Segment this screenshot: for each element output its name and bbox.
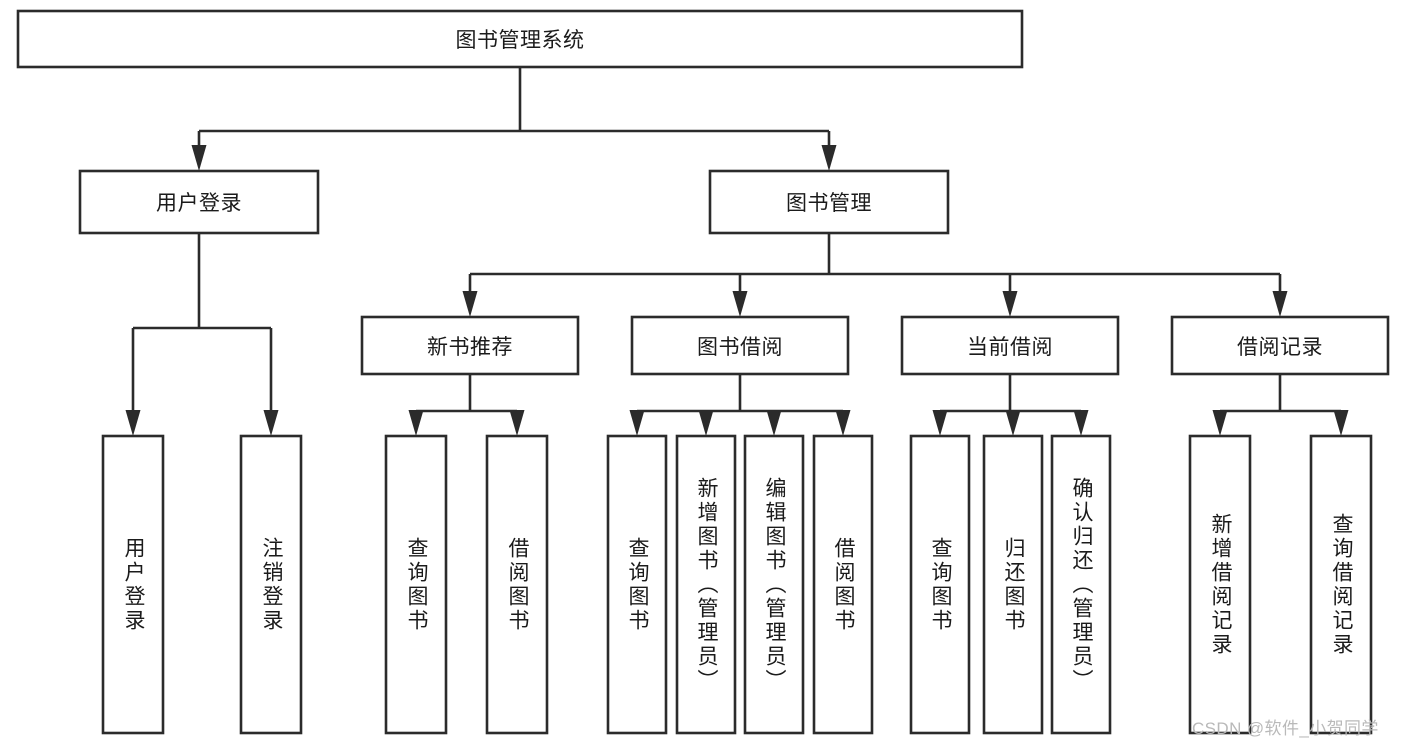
arrowhead-l2_0-0 xyxy=(125,410,141,436)
arrowhead-l3_3-1 xyxy=(1333,410,1349,436)
node-box-l3_3 xyxy=(1170,315,1390,376)
node-box-leaf_11 xyxy=(1188,434,1252,735)
node-box-l2_1 xyxy=(708,169,950,235)
node-box-l2_0 xyxy=(78,169,320,235)
node-box-leaf_4 xyxy=(606,434,668,735)
arrowhead-l3_1-3 xyxy=(835,410,851,436)
arrowhead-l3_2-2 xyxy=(1073,410,1089,436)
node-box-leaf_0 xyxy=(101,434,165,735)
node-box-leaf_10 xyxy=(1050,434,1112,735)
node-box-leaf_6 xyxy=(743,434,805,735)
arrowhead-l3_0-1 xyxy=(509,410,525,436)
arrowhead-l3_2-1 xyxy=(1005,410,1021,436)
node-box-leaf_7 xyxy=(812,434,874,735)
arrowhead-l3_1-1 xyxy=(698,410,714,436)
node-box-leaf_3 xyxy=(485,434,549,735)
arrowhead-l3_2-0 xyxy=(932,410,948,436)
node-box-leaf_2 xyxy=(384,434,448,735)
node-box-root xyxy=(16,9,1024,69)
arrowhead-l2_0-1 xyxy=(263,410,279,436)
arrowhead-l3_1-0 xyxy=(629,410,645,436)
node-box-l3_2 xyxy=(900,315,1120,376)
node-box-l3_1 xyxy=(630,315,850,376)
arrowhead-root-0 xyxy=(191,145,207,171)
node-box-l3_0 xyxy=(360,315,580,376)
node-box-leaf_8 xyxy=(909,434,971,735)
arrowhead-l2_1-1 xyxy=(732,291,748,317)
node-box-leaf_1 xyxy=(239,434,303,735)
arrowhead-l3_0-0 xyxy=(408,410,424,436)
watermark-text: CSDN @软件_小贺同学 xyxy=(1192,719,1379,738)
node-box-leaf_9 xyxy=(982,434,1044,735)
arrowhead-l3_3-0 xyxy=(1212,410,1228,436)
arrowhead-root-1 xyxy=(821,145,837,171)
arrowhead-l2_1-0 xyxy=(462,291,478,317)
arrowhead-l2_1-3 xyxy=(1272,291,1288,317)
node-box-leaf_5 xyxy=(675,434,737,735)
arrowhead-l2_1-2 xyxy=(1002,291,1018,317)
arrowhead-l3_1-2 xyxy=(766,410,782,436)
node-box-leaf_12 xyxy=(1309,434,1373,735)
